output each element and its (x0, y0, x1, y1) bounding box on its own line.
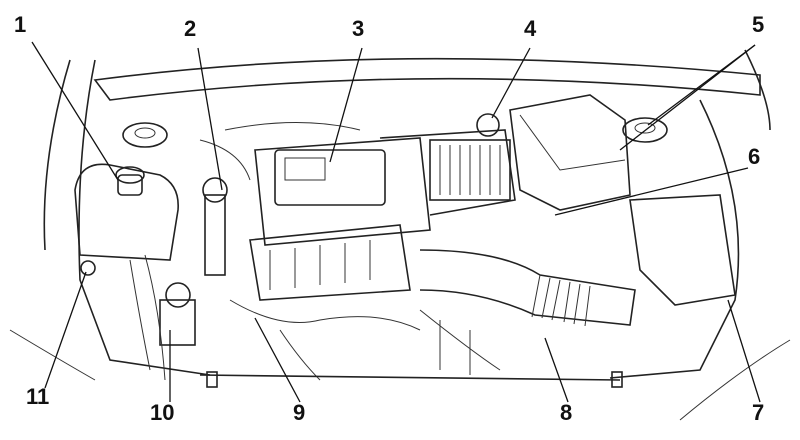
leader-11 (44, 271, 87, 389)
leader-4 (491, 47, 531, 119)
fender-left (43, 59, 71, 251)
power-steering-cap (202, 177, 228, 203)
callout-11: 11 (26, 384, 50, 409)
callout-8: 8 (560, 400, 573, 425)
cowl-panel (93, 57, 761, 101)
washer-cap (165, 282, 191, 308)
strut-tower-right (622, 117, 668, 143)
callout-6: 6 (748, 144, 761, 169)
callout-7: 7 (752, 400, 765, 425)
fender-right (744, 49, 771, 131)
leader-8 (544, 337, 569, 403)
callout-2: 2 (184, 16, 197, 41)
engine-control-module (429, 139, 511, 201)
fender-left-inner (78, 59, 211, 376)
brake-fluid-cap (476, 113, 500, 137)
fuse-box (509, 94, 631, 211)
callout-4: 4 (524, 16, 537, 41)
dipstick-handle (80, 260, 96, 276)
air-filter-housing (254, 137, 431, 246)
air-intake-hose (419, 249, 636, 326)
right-inner-fender (609, 99, 740, 379)
battery (629, 194, 736, 306)
leader-1 (31, 41, 119, 181)
intake-manifold (249, 224, 411, 301)
callout-9: 9 (293, 400, 306, 425)
coolant-reservoir (74, 163, 179, 261)
leader-3 (329, 47, 363, 163)
callout-10: 10 (150, 400, 175, 425)
leader-7 (727, 299, 761, 403)
leader-9 (254, 317, 301, 403)
leader-6 (554, 167, 749, 216)
callout-5: 5 (752, 12, 765, 37)
callout-3: 3 (352, 16, 365, 41)
leader-2 (197, 47, 223, 191)
callout-1: 1 (14, 12, 27, 37)
strut-tower-left (122, 122, 168, 148)
leader-5b (619, 44, 756, 151)
